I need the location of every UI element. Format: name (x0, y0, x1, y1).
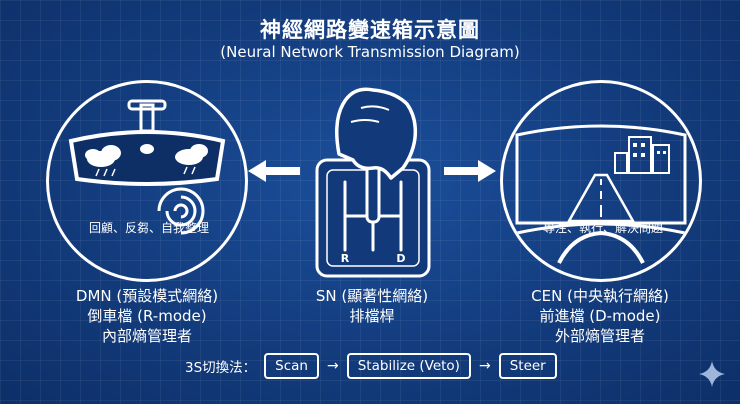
page-title: 神經網路變速箱示意圖 (260, 18, 480, 42)
cen-circle: 專注、執行、解決問題 (500, 80, 702, 282)
cen-role: 外部熵管理者 (554, 327, 645, 345)
windshield-road-icon (515, 124, 687, 264)
dmn-circle: 回顧、反芻、自我整理 (46, 80, 248, 282)
rearview-mirror-icon (68, 99, 226, 235)
dmn-role: 內部熵管理者 (101, 327, 192, 345)
flow-arrow-icon: → (478, 358, 491, 374)
arrow-left-icon (248, 160, 300, 182)
flow-step-steer: Steer (498, 353, 557, 379)
flow-step-stabilize: Stabilize (Veto) (346, 353, 471, 379)
dmn-name: DMN (預設模式網絡) (75, 287, 219, 305)
flow-step-scan: Scan (264, 353, 319, 379)
cen-mode: 前進檔 (D-mode) (539, 307, 661, 325)
arrow-right-icon (444, 160, 496, 182)
dmn-label: DMN (預設模式網絡) 倒車檔 (R-mode) 內部熵管理者 (37, 286, 257, 346)
flow-label: 3S切換法： (185, 360, 257, 376)
three-s-flow: 3S切換法： Scan → Stabilize (Veto) → Steer (185, 353, 557, 379)
sn-name: SN (顯著性網絡) (315, 287, 429, 305)
flow-arrow-icon: → (327, 358, 339, 374)
cen-name: CEN (中央執行網絡) (531, 287, 669, 305)
gear-shifter-hand-icon: R D (315, 87, 431, 278)
sn-label: SN (顯著性網絡) 排檔桿 (262, 286, 482, 326)
dmn-mode: 倒車檔 (R-mode) (87, 307, 207, 325)
cen-caption: 專注、執行、解決問題 (542, 221, 663, 235)
cen-label: CEN (中央執行網絡) 前進檔 (D-mode) 外部熵管理者 (490, 286, 710, 346)
sparkle-icon (699, 361, 725, 387)
dmn-caption: 回顧、反芻、自我整理 (88, 221, 209, 235)
gear-d-label: D (396, 252, 405, 265)
page-subtitle: (Neural Network Transmission Diagram) (220, 43, 520, 61)
gear-r-label: R (341, 252, 350, 265)
sn-role: 排檔桿 (349, 307, 395, 325)
